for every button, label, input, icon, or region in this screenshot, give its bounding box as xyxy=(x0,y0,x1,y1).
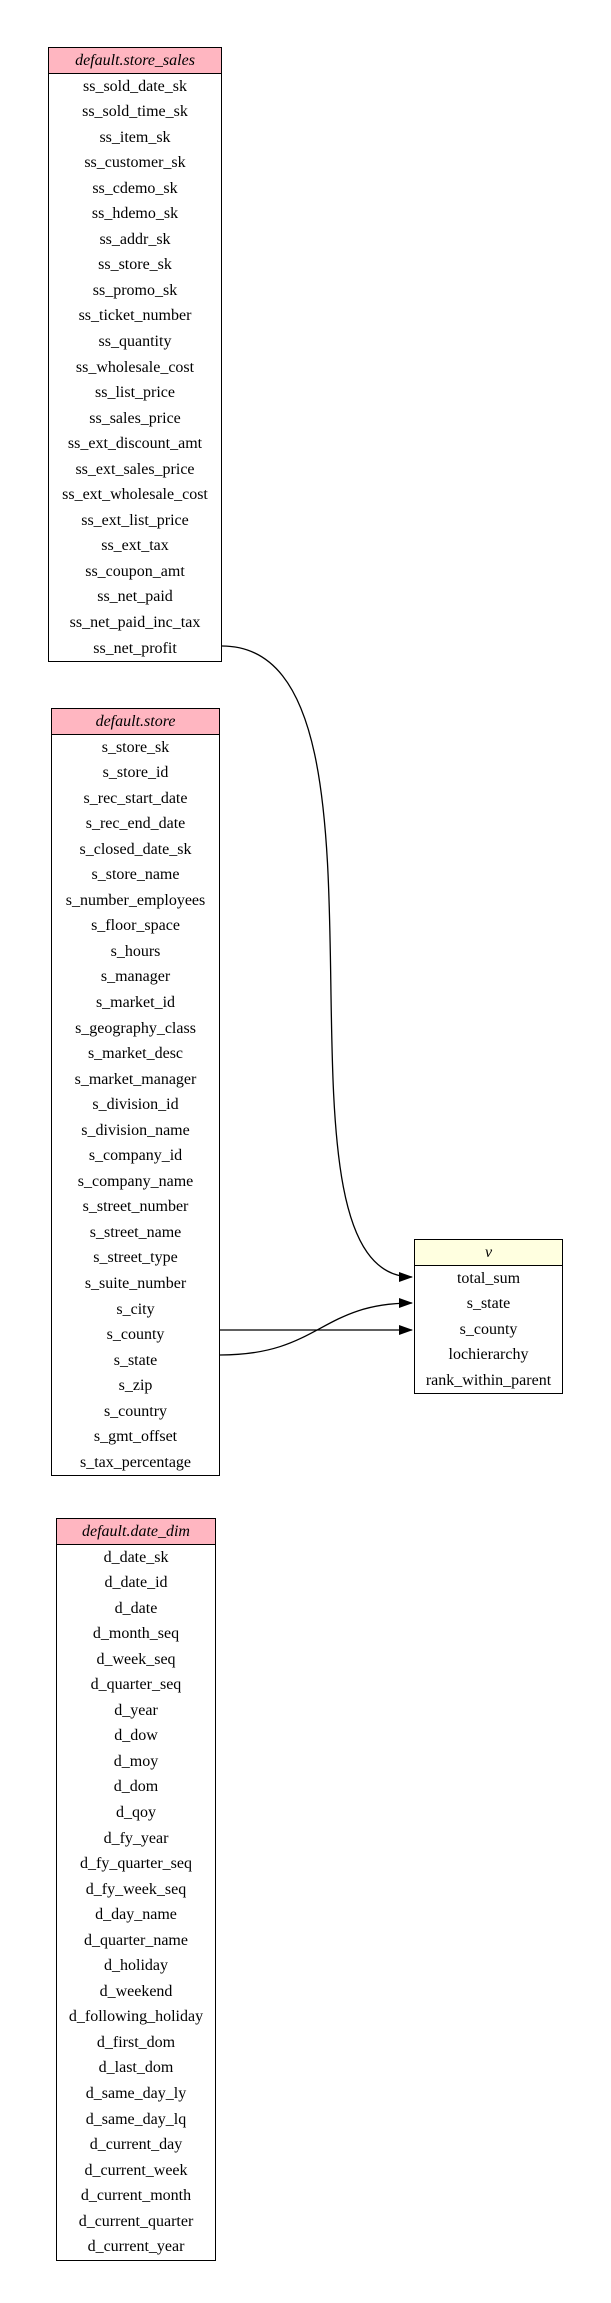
column-d-current-quarter: d_current_quarter xyxy=(78,2212,194,2230)
edge-ss-net-profit-to-total-sum xyxy=(221,645,413,1282)
column-s-manager: s_manager xyxy=(100,968,171,986)
column-ss-wholesale-cost: ss_wholesale_cost xyxy=(75,358,195,376)
column-s-closed-date-sk: s_closed_date_sk xyxy=(79,840,192,858)
column-s-floor-space: s_floor_space xyxy=(91,917,180,935)
column-ss-ext-discount-amt: ss_ext_discount_amt xyxy=(67,435,203,453)
column-d-date: d_date xyxy=(114,1599,158,1617)
column-ss-coupon-amt: ss_coupon_amt xyxy=(85,562,185,580)
column-s-zip: s_zip xyxy=(118,1377,153,1395)
column-d-fy-week-seq: d_fy_week_seq xyxy=(85,1880,187,1898)
column-s-street-number: s_street_number xyxy=(82,1198,189,1216)
column-s-street-name: s_street_name xyxy=(89,1223,182,1241)
column-total-sum: total_sum xyxy=(456,1269,521,1287)
table-title: default.date_dim xyxy=(57,1519,215,1545)
column-ss-ticket-number: ss_ticket_number xyxy=(78,307,192,325)
column-ss-ext-wholesale-cost: ss_ext_wholesale_cost xyxy=(62,486,208,504)
column-d-current-week: d_current_week xyxy=(84,2161,188,2179)
column-d-qoy: d_qoy xyxy=(116,1803,156,1821)
column-d-same-day-lq: d_same_day_lq xyxy=(85,2110,187,2128)
column-ss-sales-price: ss_sales_price xyxy=(89,409,181,427)
column-d-dow: d_dow xyxy=(114,1727,158,1745)
column-s-number-employees: s_number_employees xyxy=(65,891,206,909)
column-s-country: s_country xyxy=(103,1402,168,1420)
column-s-store-id: s_store_id xyxy=(102,764,169,782)
column-ss-addr-sk: ss_addr_sk xyxy=(99,230,171,248)
column-s-division-name: s_division_name xyxy=(81,1121,190,1139)
column-s-city: s_city xyxy=(116,1300,155,1318)
table-store-sales[interactable]: default.store_sales ss_sold_date_sk ss_so… xyxy=(48,47,222,663)
column-d-first-dom: d_first_dom xyxy=(96,2033,176,2051)
edge-s-state-to-s-state xyxy=(219,1298,413,1356)
column-s-division-id: s_division_id xyxy=(92,1096,179,1114)
column-d-week-seq: d_week_seq xyxy=(96,1650,176,1668)
table-v[interactable]: v total_sum s_state s_county lochierarchy ra… xyxy=(414,1239,563,1395)
column-s-geography-class: s_geography_class xyxy=(75,1019,196,1037)
column-d-current-month: d_current_month xyxy=(80,2187,192,2205)
column-ss-sold-date-sk: ss_sold_date_sk xyxy=(83,77,187,95)
column-d-current-year: d_current_year xyxy=(87,2238,185,2256)
column-ss-store-sk: ss_store_sk xyxy=(98,256,172,274)
column-ss-sold-time-sk: ss_sold_time_sk xyxy=(82,103,188,121)
column-d-day-name: d_day_name xyxy=(95,1906,177,1924)
column-s-street-type: s_street_type xyxy=(93,1249,178,1267)
column-d-following-holiday: d_following_holiday xyxy=(68,2008,204,2026)
column-s-market-desc: s_market_desc xyxy=(87,1045,184,1063)
column-ss-cdemo-sk: ss_cdemo_sk xyxy=(92,179,178,197)
table-title: default.store xyxy=(52,709,219,735)
column-ss-ext-sales-price: ss_ext_sales_price xyxy=(75,460,195,478)
column-d-fy-year: d_fy_year xyxy=(103,1829,169,1847)
column-d-quarter-seq: d_quarter_seq xyxy=(90,1676,182,1694)
column-s-county: s_county xyxy=(459,1320,518,1338)
column-s-store-sk: s_store_sk xyxy=(101,738,170,756)
column-d-fy-quarter-seq: d_fy_quarter_seq xyxy=(80,1855,192,1873)
column-s-rec-end-date: s_rec_end_date xyxy=(85,815,186,833)
column-d-same-day-ly: d_same_day_ly xyxy=(85,2084,187,2102)
column-s-company-id: s_company_id xyxy=(88,1147,183,1165)
column-lochierarchy: lochierarchy xyxy=(448,1346,529,1364)
column-s-company-name: s_company_name xyxy=(77,1172,194,1190)
column-ss-list-price: ss_list_price xyxy=(95,384,175,402)
table-title: v xyxy=(415,1240,562,1266)
column-d-date-id: d_date_id xyxy=(104,1574,168,1592)
column-ss-promo-sk: ss_promo_sk xyxy=(92,281,178,299)
column-d-current-day: d_current_day xyxy=(89,2136,183,2154)
column-ss-ext-list-price: ss_ext_list_price xyxy=(81,511,189,529)
column-d-month-seq: d_month_seq xyxy=(92,1625,180,1643)
column-d-weekend: d_weekend xyxy=(99,1982,173,2000)
column-s-market-id: s_market_id xyxy=(95,993,176,1011)
table-store[interactable]: default.store s_store_sk s_store_id s_rec_… xyxy=(51,708,220,1477)
column-ss-customer-sk: ss_customer_sk xyxy=(84,154,186,172)
column-s-tax-percentage: s_tax_percentage xyxy=(79,1453,192,1471)
column-ss-net-paid-inc-tax: ss_net_paid_inc_tax xyxy=(69,613,201,631)
column-s-rec-start-date: s_rec_start_date xyxy=(83,789,188,807)
column-s-state: s_state xyxy=(113,1351,158,1369)
table-title: default.store_sales xyxy=(49,48,221,74)
column-s-hours: s_hours xyxy=(110,942,161,960)
column-ss-hdemo-sk: ss_hdemo_sk xyxy=(91,205,179,223)
column-d-year: d_year xyxy=(114,1701,158,1719)
column-d-dom: d_dom xyxy=(113,1778,159,1796)
column-d-date-sk: d_date_sk xyxy=(103,1548,169,1566)
column-d-moy: d_moy xyxy=(113,1752,159,1770)
column-ss-ext-tax: ss_ext_tax xyxy=(101,537,169,555)
column-s-state: s_state xyxy=(466,1295,511,1313)
column-s-market-manager: s_market_manager xyxy=(74,1070,197,1088)
column-ss-item-sk: ss_item_sk xyxy=(99,128,171,146)
column-s-gmt-offset: s_gmt_offset xyxy=(93,1428,178,1446)
column-ss-net-paid: ss_net_paid xyxy=(97,588,173,606)
column-s-store-name: s_store_name xyxy=(91,866,180,884)
column-d-last-dom: d_last_dom xyxy=(98,2059,174,2077)
column-s-suite-number: s_suite_number xyxy=(84,1274,187,1292)
column-d-quarter-name: d_quarter_name xyxy=(84,1931,188,1949)
column-ss-quantity: ss_quantity xyxy=(98,332,172,350)
column-d-holiday: d_holiday xyxy=(104,1957,168,1975)
column-s-county: s_county xyxy=(106,1326,165,1344)
table-date-dim[interactable]: default.date_dim d_date_sk d_date_id d_dat… xyxy=(56,1518,216,2261)
column-rank-within-parent: rank_within_parent xyxy=(425,1371,552,1389)
column-ss-net-profit: ss_net_profit xyxy=(93,639,177,657)
